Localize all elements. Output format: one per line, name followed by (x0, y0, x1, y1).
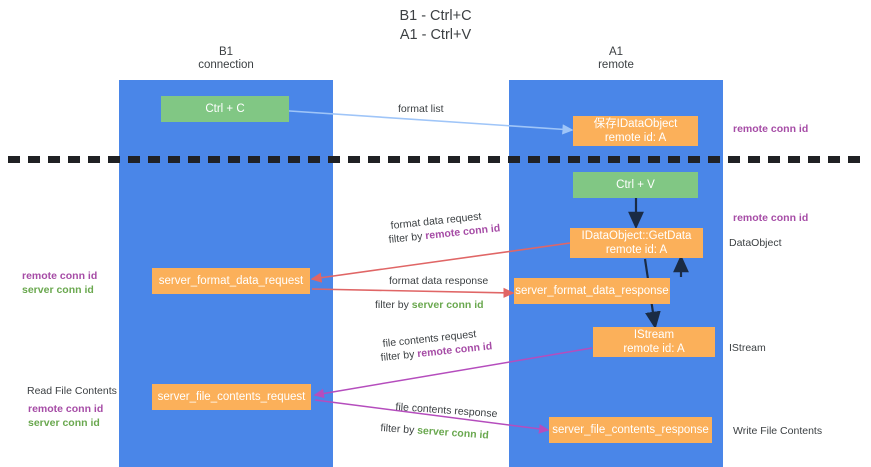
filter-key-server-conn-id: server conn id (416, 424, 490, 442)
annotation-write-file-contents: Write File Contents (733, 425, 823, 437)
title-line-1: B1 - Ctrl+C (399, 8, 472, 24)
lane-a1-role: remote (598, 59, 634, 71)
annotation-istream: IStream (729, 342, 766, 354)
node-ctrl-v[interactable]: Ctrl + V (573, 172, 698, 198)
filter-key-server-conn-id: server conn id (411, 299, 484, 311)
node-idataobject-getdata-label: IDataObject::GetData (581, 230, 692, 242)
node-server-format-data-request[interactable]: server_format_data_request (152, 268, 310, 294)
annotation-remote-conn-id-mid: remote conn id (733, 212, 809, 224)
lane-b1-name: B1 (218, 46, 234, 58)
node-save-idataobject[interactable]: 保存IDataObject remote id: A (573, 116, 698, 146)
title-line-2: A1 - Ctrl+V (399, 27, 472, 43)
lane-a1-name: A1 (608, 46, 624, 58)
node-server-format-data-response-label: server_format_data_response (515, 285, 669, 297)
label-format-data-response: format data response (389, 275, 489, 287)
node-istream-label: IStream (633, 329, 675, 341)
node-server-format-data-response[interactable]: server_format_data_response (514, 278, 670, 304)
lane-b1-role: connection (198, 59, 254, 71)
annotation-remote-conn-id-lower: remote conn id (28, 403, 104, 415)
node-idataobject-getdata[interactable]: IDataObject::GetData remote id: A (570, 228, 703, 258)
annotation-server-conn-id-upper: server conn id (22, 284, 94, 296)
node-server-file-contents-request-label: server_file_contents_request (157, 391, 306, 403)
node-server-file-contents-response-label: server_file_contents_response (552, 424, 709, 436)
node-save-idataobject-label: 保存IDataObject (593, 118, 678, 130)
page-title: B1 - Ctrl+C A1 - Ctrl+V (0, 7, 871, 45)
label-format-data-response-filter: filter by server conn id (375, 298, 484, 312)
node-istream-sub: remote id: A (623, 343, 685, 355)
label-file-contents-response-filter: filter by server conn id (380, 421, 489, 443)
node-ctrl-v-label: Ctrl + V (616, 179, 655, 191)
node-idataobject-getdata-sub: remote id: A (605, 244, 668, 256)
lane-header-a1: A1 remote (509, 46, 723, 72)
filter-prefix: filter by (388, 230, 426, 246)
annotation-remote-conn-id-top: remote conn id (733, 123, 809, 135)
annotation-dataobject: DataObject (729, 237, 782, 249)
node-ctrl-c-label: Ctrl + C (205, 103, 245, 115)
node-save-idataobject-sub: remote id: A (604, 132, 667, 144)
node-server-file-contents-response[interactable]: server_file_contents_response (549, 417, 712, 443)
annotation-read-file-contents: Read File Contents (27, 385, 117, 397)
annotation-remote-conn-id-upper: remote conn id (22, 270, 98, 282)
node-ctrl-c[interactable]: Ctrl + C (161, 96, 289, 122)
filter-prefix: filter by (380, 348, 418, 364)
label-format-list: format list (398, 103, 444, 115)
filter-prefix: filter by (375, 299, 412, 311)
node-istream[interactable]: IStream remote id: A (593, 327, 715, 357)
annotation-server-conn-id-lower: server conn id (28, 417, 100, 429)
node-server-file-contents-request[interactable]: server_file_contents_request (152, 384, 311, 410)
phase-divider (8, 156, 863, 163)
node-server-format-data-request-label: server_format_data_request (158, 275, 304, 287)
label-file-contents-response: file contents response (395, 400, 498, 421)
filter-prefix: filter by (380, 421, 418, 437)
lane-header-b1: B1 connection (119, 46, 333, 72)
